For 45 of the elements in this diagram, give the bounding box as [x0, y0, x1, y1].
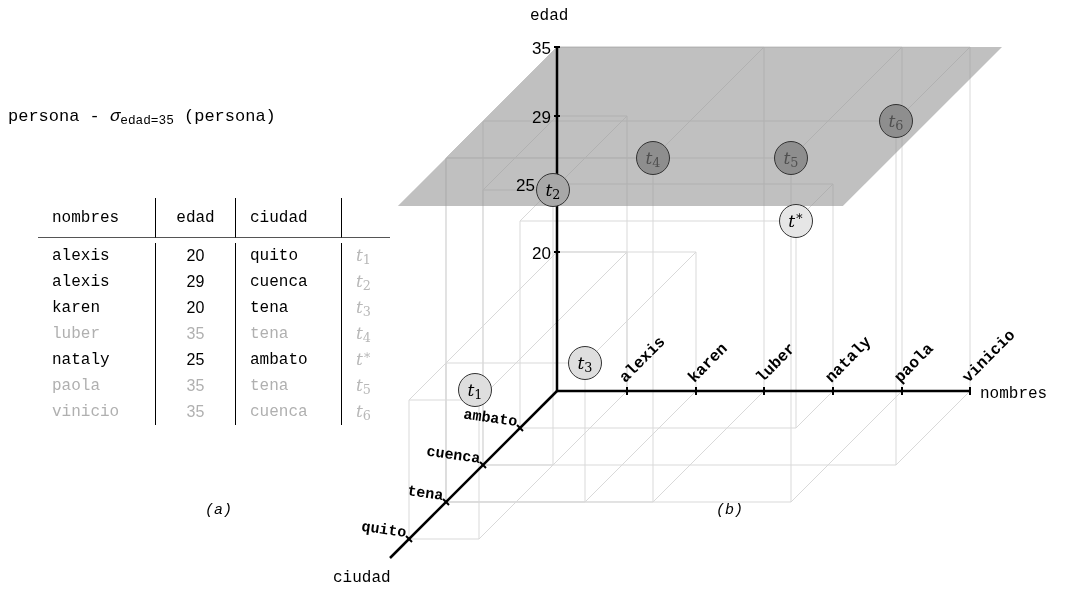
tick-label: 29 [532, 107, 551, 129]
tick-label: quito [360, 519, 408, 541]
tick-label: 35 [532, 38, 551, 60]
tick-label: ambato [462, 407, 519, 430]
table-entry: 35 [186, 402, 205, 422]
table-entry: nataly [52, 350, 110, 371]
table-entry: 20 [186, 246, 205, 266]
column-header: nombres [52, 207, 120, 229]
tick-label: tena [406, 484, 445, 504]
table-entry: tena [250, 298, 289, 319]
axis-label: nombres [980, 384, 1048, 405]
table-entry: tena [250, 324, 289, 345]
table-entry: 29 [186, 272, 205, 292]
tuple-label: t$_{4}$ [356, 322, 371, 347]
table-entry: karen [52, 298, 100, 319]
table-entry: paola [52, 376, 100, 397]
table-entry: luber [52, 324, 100, 345]
table-entry: alexis [52, 246, 110, 267]
table-entry: quito [250, 246, 298, 267]
tuple-label: t$_{1}$ [356, 244, 371, 269]
subfigure-label: (a) [205, 501, 232, 521]
tick-label: 20 [532, 243, 551, 265]
table-entry: cuenca [250, 402, 308, 423]
column-header: ciudad [250, 207, 308, 229]
tuple-label: t$_{3}$ [356, 296, 371, 321]
table-entry: 35 [186, 376, 205, 396]
tuple-label: t$^{∗}$ [356, 347, 372, 372]
table-entry: 25 [186, 350, 205, 370]
tuple-label: t$_{6}$ [356, 400, 371, 425]
column-header: edad [176, 207, 215, 229]
table-entry: 20 [186, 298, 205, 318]
table-entry: ambato [250, 350, 308, 371]
subfigure-label: (b) [716, 501, 743, 521]
tick-label: 25 [516, 175, 535, 197]
table-entry: alexis [52, 272, 110, 293]
table-entry: tena [250, 376, 289, 397]
table-entry: cuenca [250, 272, 308, 293]
axis-label: ciudad [333, 568, 391, 589]
table-entry: vinicio [52, 402, 120, 423]
formula-text: persona - σ$_{edad=35}$ (persona) [8, 106, 276, 130]
tick-label: cuenca [425, 444, 482, 467]
tuple-label: t$_{2}$ [356, 270, 371, 295]
axis-label: edad [530, 6, 569, 27]
table-entry: 35 [186, 324, 205, 344]
tuple-label: t$_{5}$ [356, 374, 371, 399]
